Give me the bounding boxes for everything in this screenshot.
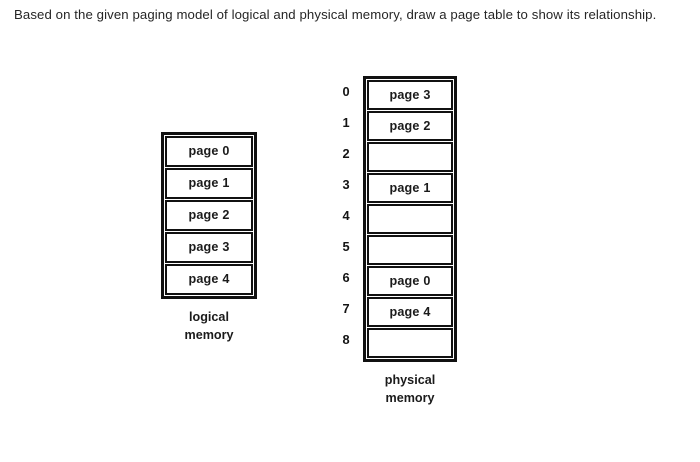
frame-index: 7 bbox=[342, 301, 350, 316]
frame-index: 5 bbox=[342, 239, 350, 254]
physical-memory-frame bbox=[367, 235, 453, 265]
frame-index: 1 bbox=[342, 115, 350, 130]
physical-memory-frame: page 3 bbox=[367, 80, 453, 110]
logical-memory-box: page 0 page 1 page 2 page 3 page 4 bbox=[161, 132, 257, 299]
frame-index: 2 bbox=[342, 146, 350, 161]
physical-memory-frame bbox=[367, 328, 453, 358]
logical-memory-cell: page 4 bbox=[165, 264, 253, 295]
physical-memory-label: physical memory bbox=[363, 371, 457, 408]
physical-memory-box: page 3 page 2 page 1 page 0 page 4 bbox=[363, 76, 457, 362]
logical-memory-block: page 0 page 1 page 2 page 3 page 4 logic… bbox=[161, 132, 257, 345]
physical-memory-frame: page 2 bbox=[367, 111, 453, 141]
physical-memory-frame: page 1 bbox=[367, 173, 453, 203]
frame-index-column: 0 1 2 3 4 5 6 7 8 bbox=[335, 79, 357, 358]
logical-memory-label-line1: logical bbox=[189, 310, 229, 324]
physical-memory-frame: page 4 bbox=[367, 297, 453, 327]
physical-memory-frame bbox=[367, 142, 453, 172]
frame-index: 4 bbox=[342, 208, 350, 223]
logical-memory-cell: page 0 bbox=[165, 136, 253, 167]
question-prompt: Based on the given paging model of logic… bbox=[14, 7, 657, 22]
physical-memory-frame: page 0 bbox=[367, 266, 453, 296]
logical-memory-cell: page 1 bbox=[165, 168, 253, 199]
physical-memory-frame bbox=[367, 204, 453, 234]
logical-memory-label: logical memory bbox=[161, 308, 257, 345]
frame-index: 0 bbox=[342, 84, 350, 99]
frame-index: 3 bbox=[342, 177, 350, 192]
physical-memory-label-line1: physical bbox=[384, 373, 436, 387]
logical-memory-cell: page 2 bbox=[165, 200, 253, 231]
frame-index: 6 bbox=[342, 270, 350, 285]
physical-memory-label-line2: memory bbox=[385, 391, 435, 406]
frame-index: 8 bbox=[342, 332, 350, 347]
physical-memory-block: page 3 page 2 page 1 page 0 page 4 physi… bbox=[363, 76, 457, 408]
logical-memory-label-line2: memory bbox=[184, 328, 234, 343]
logical-memory-cell: page 3 bbox=[165, 232, 253, 263]
